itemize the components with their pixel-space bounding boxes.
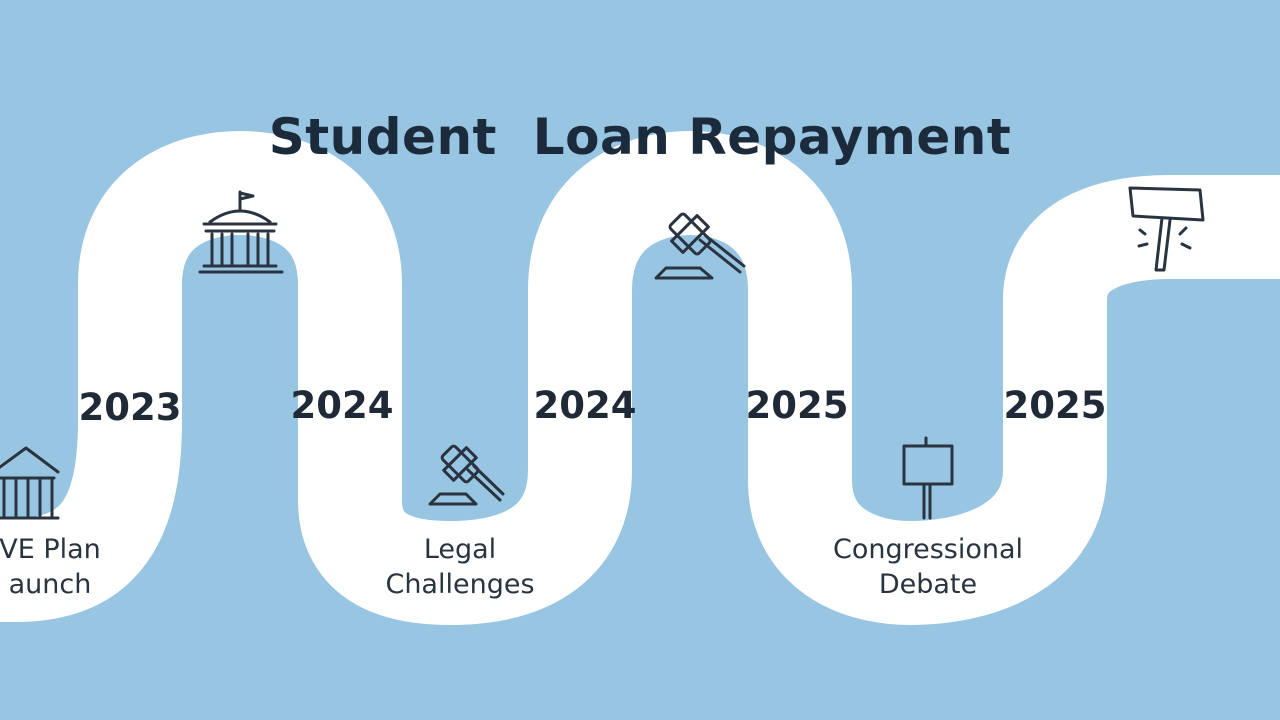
milestone-label: VE Plan aunch (0, 532, 140, 602)
gavel-icon (654, 212, 746, 280)
hammer-icon (1128, 186, 1205, 272)
year-label: 2024 (290, 384, 394, 427)
milestone-label: Congressional Debate (818, 532, 1038, 602)
year-label: 2023 (78, 386, 182, 429)
year-label: 2024 (533, 384, 637, 427)
milestone-line: Congressional (832, 534, 1024, 565)
milestone-line: VE Plan (0, 534, 101, 565)
milestone-line: Challenges (385, 569, 535, 600)
page-title: Student Loan Repayment (268, 108, 1012, 166)
capitol-building-icon (198, 190, 284, 274)
signpost-icon (902, 436, 954, 520)
government-building-icon (0, 446, 60, 520)
milestone-line: Legal (423, 534, 497, 565)
milestone-line: Debate (878, 569, 978, 600)
winding-road (0, 131, 1280, 625)
milestone-line: aunch (8, 569, 92, 600)
year-label: 2025 (1003, 384, 1107, 427)
year-label: 2025 (745, 384, 849, 427)
milestone-label: Legal Challenges (360, 532, 560, 602)
gavel-icon (428, 444, 505, 506)
